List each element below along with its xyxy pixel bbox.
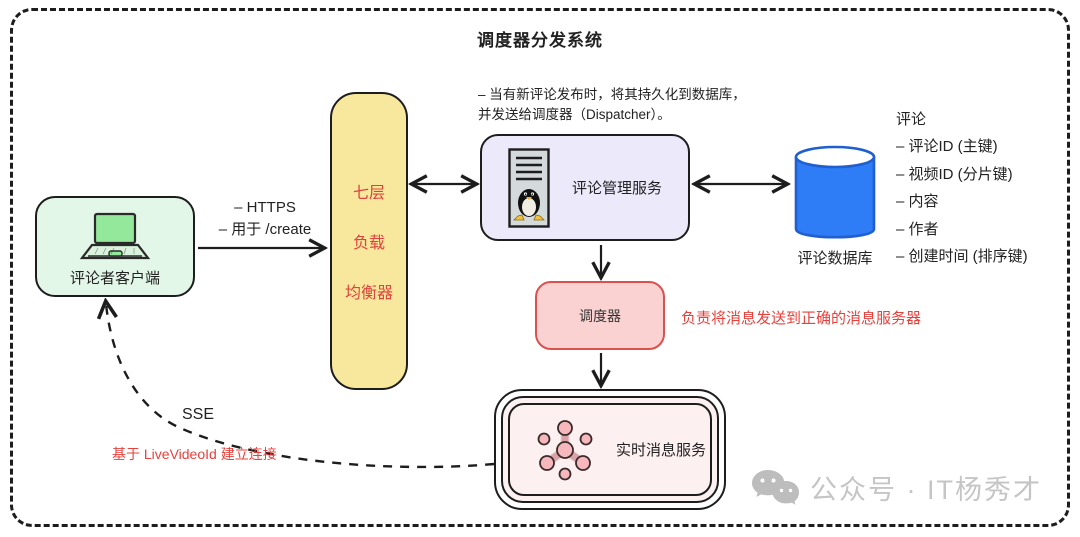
schema-field-content: – 内容 (896, 193, 939, 210)
schema-field-video-id: – 视频ID (分片键) (896, 165, 1013, 183)
diagram-title: 调度器分发系统 (477, 31, 603, 50)
node-realtime-message-service: 实时消息服务 (494, 389, 726, 510)
database-cylinder-icon (794, 145, 876, 239)
comment-service-note-line2: 并发送给调度器（Dispatcher）。 (478, 107, 671, 123)
sse-note: 基于 LiveVideoId 建立连接 (112, 446, 277, 462)
wechat-icon (752, 470, 799, 505)
https-note-line1: – HTTPS (234, 199, 296, 216)
lb-line3: 均衡器 (344, 285, 393, 302)
node-comment-database (790, 139, 880, 250)
schema-field-comment-id: – 评论ID (主键) (896, 138, 998, 155)
watermark: 公众号 · IT杨秀才 (750, 467, 1042, 507)
schema-field-created-at: – 创建时间 (排序键) (896, 248, 1028, 265)
https-note-line2: – 用于 /create (218, 220, 312, 238)
comment-service-label: 评论管理服务 (572, 180, 663, 197)
node-comment-service: 评论管理服务 (480, 134, 690, 241)
client-label: 评论者客户端 (69, 270, 160, 287)
database-label: 评论数据库 (797, 250, 873, 267)
rtms-label: 实时消息服务 (616, 442, 707, 459)
linux-server-icon (508, 147, 550, 228)
schema-header: 评论 (896, 111, 927, 128)
https-note: – HTTPS – 用于 /create (200, 197, 330, 241)
lb-line2: 负载 (352, 235, 385, 252)
laptop-icon (79, 212, 151, 260)
comment-service-note-line1: – 当有新评论发布时，将其持久化到数据库， (478, 87, 746, 102)
node-commenter-client: 评论者客户端 (35, 196, 195, 297)
node-load-balancer: 七层 负载 均衡器 (330, 92, 408, 390)
comment-service-note: – 当有新评论发布时，将其持久化到数据库， 并发送给调度器（Dispatcher… (478, 85, 808, 126)
watermark-text: 公众号 · IT杨秀才 (810, 474, 1042, 505)
comment-schema-list: 评论 – 评论ID (主键) – 视频ID (分片键) – 内容 – 作者 – … (896, 106, 1028, 271)
dispatcher-label: 调度器 (579, 307, 621, 324)
rtms-inner-ring: 实时消息服务 (508, 403, 712, 496)
rtms-middle-ring: 实时消息服务 (501, 396, 719, 503)
lb-line1: 七层 (352, 185, 385, 202)
node-dispatcher: 调度器 (535, 281, 665, 350)
outer-dashed-frame (10, 8, 1070, 527)
message-hub-icon (537, 419, 593, 480)
schema-field-author: – 作者 (896, 220, 939, 238)
sse-label: SSE (182, 406, 215, 423)
dispatcher-note: 负责将消息发送到正确的消息服务器 (681, 310, 922, 327)
